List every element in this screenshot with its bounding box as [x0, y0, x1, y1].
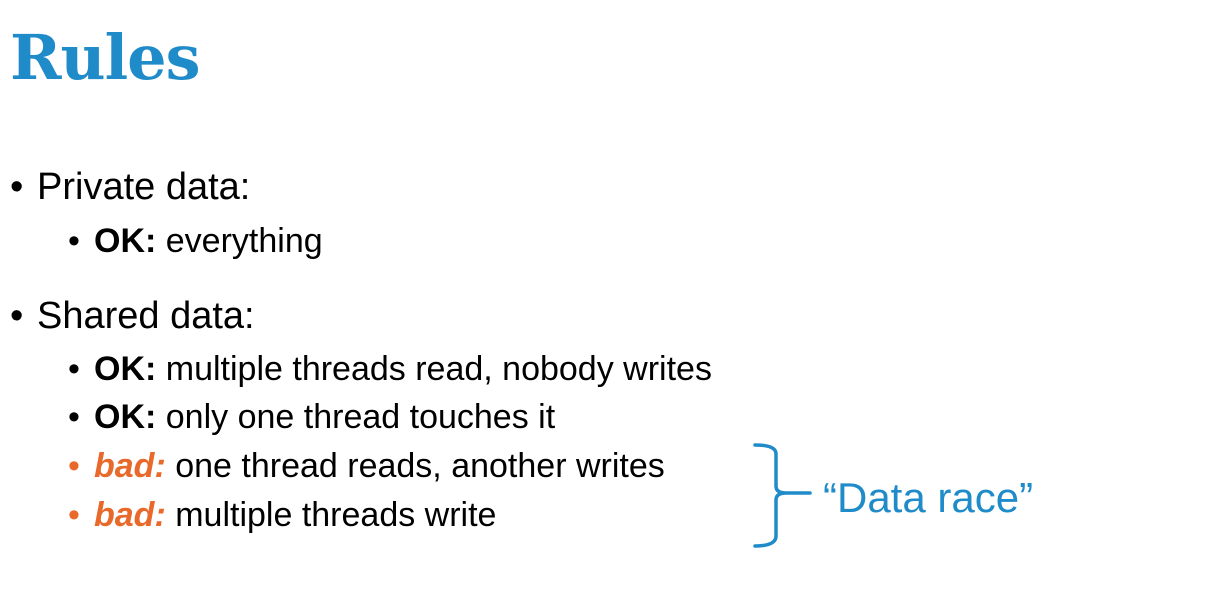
bullet: • — [68, 398, 80, 436]
bullet: • — [10, 166, 24, 208]
bullet: • — [68, 496, 80, 534]
list-item-bad: • bad: multiple threads write — [68, 495, 496, 535]
bad-label: bad: — [94, 447, 166, 485]
bullet: • — [68, 350, 80, 388]
ok-label: OK: — [94, 222, 157, 260]
list-item: • OK: multiple threads read, nobody write… — [68, 349, 712, 389]
slide-title: Rules — [10, 21, 201, 94]
item-text: multiple threads write — [165, 496, 497, 534]
bad-label: bad: — [94, 496, 166, 534]
list-item-bad: • bad: one thread reads, another writes — [68, 446, 665, 486]
item-text: only one thread touches it — [156, 398, 556, 436]
curly-brace-icon — [753, 443, 812, 548]
bullet: • — [10, 295, 24, 337]
bullet: • — [68, 447, 80, 485]
item-text: everything — [156, 222, 323, 260]
data-race-annotation: “Data race” — [823, 474, 1034, 521]
bullet: • — [68, 222, 80, 260]
section-heading: Shared data: — [37, 295, 255, 337]
item-text: multiple threads read, nobody writes — [156, 350, 712, 388]
item-text: one thread reads, another writes — [165, 447, 665, 485]
ok-label: OK: — [94, 398, 157, 436]
section-private-data: • Private data: — [10, 165, 250, 209]
list-item: • OK: only one thread touches it — [68, 397, 555, 437]
section-shared-data: • Shared data: — [10, 294, 255, 338]
list-item: • OK: everything — [68, 221, 323, 261]
section-heading: Private data: — [37, 166, 251, 208]
ok-label: OK: — [94, 350, 157, 388]
